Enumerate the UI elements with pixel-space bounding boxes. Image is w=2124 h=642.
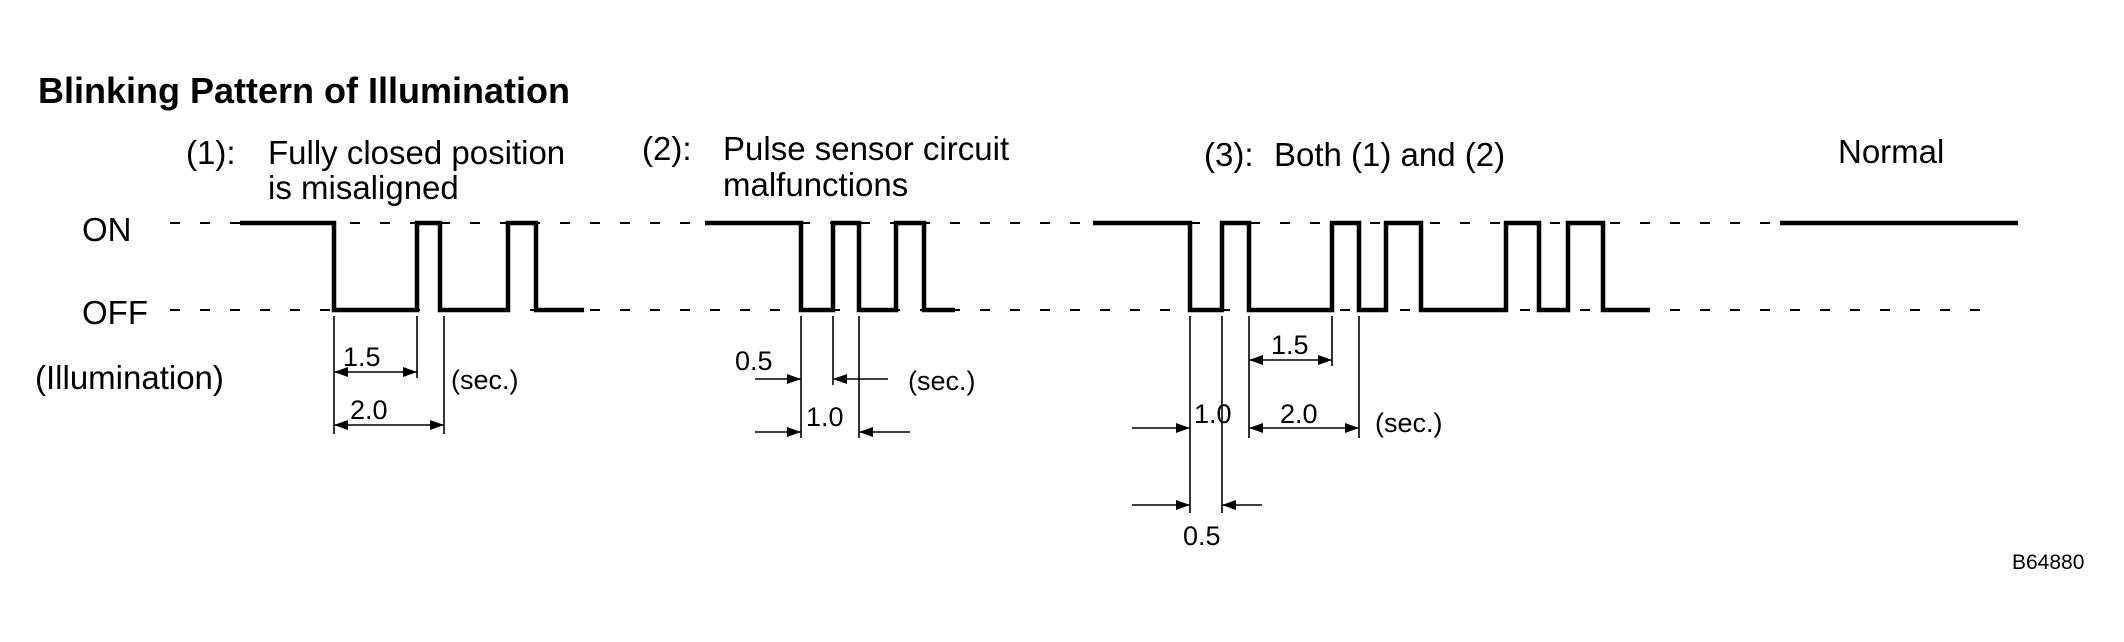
dimension-1-short: 1.5 xyxy=(343,342,381,372)
normal-caption: Normal xyxy=(1838,133,1944,170)
pattern-3-caption: Both (1) and (2) xyxy=(1274,136,1505,173)
waveform-3 xyxy=(1093,220,1650,313)
dimension-group-3 xyxy=(1132,316,1360,513)
dimension-group-1 xyxy=(333,316,445,434)
pattern-1-number: (1): xyxy=(186,134,236,171)
on-label: ON xyxy=(82,211,132,248)
dimension-3-long: 2.0 xyxy=(1280,399,1318,429)
dimension-3-half: 0.5 xyxy=(1183,521,1221,551)
dimension-1-long: 2.0 xyxy=(350,395,388,425)
pattern-2-caption-line1: Pulse sensor circuit xyxy=(723,130,1009,167)
off-label: OFF xyxy=(82,294,148,331)
dimension-2-unit: (sec.) xyxy=(908,366,976,396)
dimension-2-short: 0.5 xyxy=(735,346,773,376)
pattern-3-number: (3): xyxy=(1204,136,1254,173)
waveform-2 xyxy=(705,220,955,313)
figure-code: B64880 xyxy=(2012,551,2084,574)
pattern-2-number: (2): xyxy=(642,130,692,167)
pattern-1-caption-line1: Fully closed position xyxy=(268,134,565,171)
dimension-2-long: 1.0 xyxy=(806,402,844,432)
dimension-3-unit: (sec.) xyxy=(1375,408,1443,438)
dimension-3-short: 1.5 xyxy=(1271,330,1309,360)
pattern-1-caption-line2: is misaligned xyxy=(268,169,459,206)
pattern-2-caption-line2: malfunctions xyxy=(723,166,908,203)
waveform-1 xyxy=(240,220,584,313)
illumination-label: (Illumination) xyxy=(35,359,224,396)
dimension-group-2 xyxy=(755,316,910,438)
dimension-1-unit: (sec.) xyxy=(451,365,519,395)
diagram-title: Blinking Pattern of Illumination xyxy=(38,70,570,111)
dimension-3-one: 1.0 xyxy=(1194,399,1232,429)
